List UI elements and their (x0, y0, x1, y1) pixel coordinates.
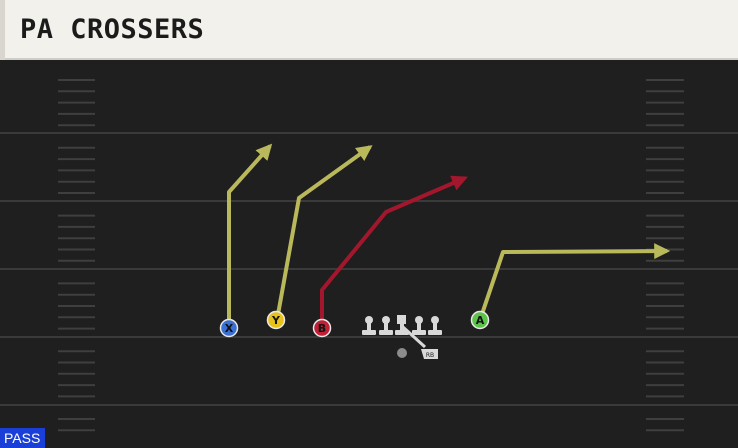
player-a: A (470, 310, 490, 330)
offensive-line (362, 315, 442, 335)
routes (227, 143, 671, 349)
play-title: PA CROSSERS (20, 14, 205, 45)
center-icon (395, 315, 409, 335)
player-x: X (219, 318, 239, 338)
player-x-label: X (225, 322, 234, 335)
player-y-label: Y (271, 314, 281, 327)
player-y: Y (266, 310, 286, 330)
lineman-icon (412, 316, 426, 335)
route-a (478, 243, 671, 321)
player-b-label: B (318, 322, 326, 335)
lineman-icon (379, 316, 393, 335)
route-b (320, 175, 468, 328)
player-rb-label: RB (426, 352, 434, 359)
lineman-icon (428, 316, 442, 335)
lineman-icon (362, 316, 376, 335)
route-y (275, 145, 373, 321)
yard-lines (0, 132, 738, 406)
play-type-badge: PASS (0, 428, 46, 448)
play-title-bar: PA CROSSERS (0, 0, 738, 60)
player-a-label: A (476, 314, 485, 327)
player-rb: RB (421, 349, 438, 359)
quarterback-icon (397, 348, 407, 358)
hash-marks (58, 79, 684, 432)
route-x (227, 143, 273, 328)
player-b: B (312, 318, 332, 338)
play-diagram-field: RB X Y B A (0, 79, 738, 432)
